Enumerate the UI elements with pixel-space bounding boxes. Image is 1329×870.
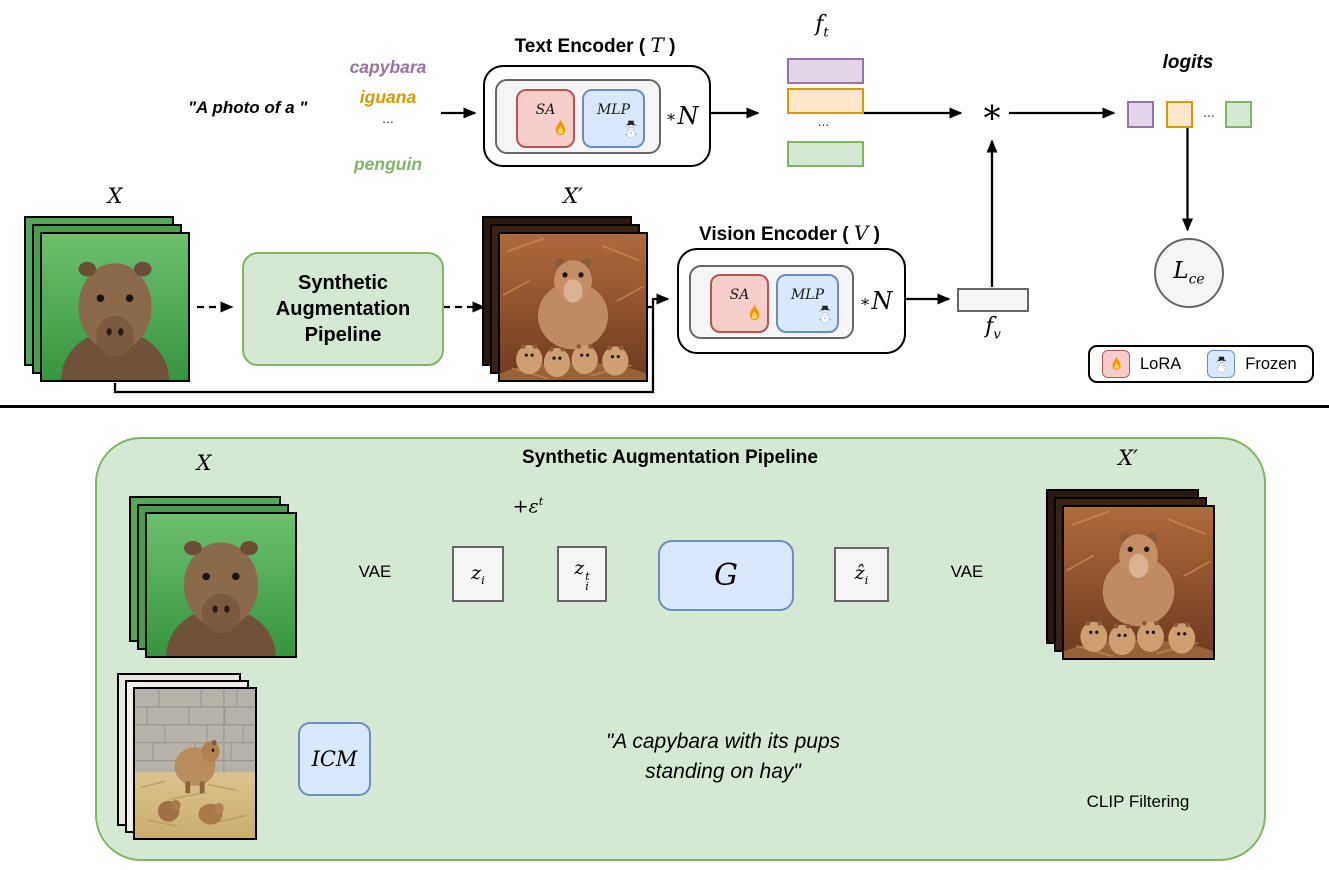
text-encoder-title-var: T (650, 33, 664, 57)
repeat-asterisk: ∗ (665, 106, 677, 126)
text-feature-bar-iguana (787, 88, 864, 114)
logits-label: logits (1162, 52, 1214, 73)
vision-encoder-mlp-block: MLP (776, 274, 839, 333)
frozen-snowman-icon (1207, 350, 1236, 378)
fv-sub: v (993, 327, 1001, 343)
vae-decoder-label: VAE (950, 562, 984, 581)
noise-label: +εt (498, 494, 558, 517)
similarity-asterisk: ∗ (980, 92, 1004, 132)
class-label-capybara: capybara (349, 57, 427, 77)
zhat-base: ẑ (854, 562, 865, 585)
text-feature-ellipsis: ... (817, 113, 830, 129)
text-encoder-repeat: ∗ N (655, 67, 709, 165)
vision-encoder-layer-block: SA MLP (689, 265, 854, 339)
clip-filtering-label: CLIP Filtering (1086, 792, 1190, 811)
fv-base: f (985, 314, 994, 339)
icm-label: ICM (311, 747, 358, 771)
fv-label: fv (971, 314, 1015, 342)
sap-line-3: Pipeline (304, 324, 382, 346)
zit-sub: i (585, 579, 589, 593)
pipeline-x-front-photo-capybara (145, 512, 297, 658)
prompt-text: "A photo of a " (188, 98, 308, 117)
class-label-iguana: iguana (359, 87, 417, 107)
flame-icon (747, 304, 762, 328)
lora-flame-icon (1102, 350, 1130, 378)
flame-icon (553, 119, 568, 143)
text-encoder-sa-block: SA (516, 89, 575, 148)
ft-sub: t (823, 25, 829, 41)
text-encoder-title-pre: Text Encoder ( (514, 36, 646, 57)
class-label-penguin: penguin (353, 154, 423, 174)
lce-base: L (1173, 258, 1189, 285)
zit-base: z (574, 556, 585, 579)
section-divider (0, 405, 1329, 408)
repeat-count: N (871, 287, 893, 315)
reference-stack-front-photo-capybara-pen (133, 687, 257, 840)
ft-base: f (815, 12, 824, 37)
xprime-label-pipeline: X′ (1118, 446, 1138, 470)
vision-encoder-box: SA MLP ∗ N (677, 248, 906, 354)
vision-encoder-title-var: V (853, 221, 869, 245)
vision-encoder-sa-block: SA (710, 274, 769, 333)
legend-frozen-label: Frozen (1245, 354, 1297, 373)
zhat-sub: i (864, 572, 869, 587)
vision-encoder-title: Vision Encoder ( V ) (667, 221, 912, 246)
text-encoder-mlp-block: MLP (582, 89, 645, 148)
text-feature-bar-penguin (787, 141, 864, 167)
sa-label: SA (535, 102, 556, 118)
sap-line-2: Augmentation (275, 298, 411, 320)
xprime-label-top: X′ (563, 184, 583, 208)
caption-line-1: "A capybara with its pups (605, 730, 841, 753)
cross-entropy-loss-node: Lce (1154, 238, 1224, 308)
ft-label: ft (800, 12, 844, 40)
legend-lora-label: LoRA (1140, 354, 1182, 373)
x-stack-front-photo-capybara (40, 232, 190, 382)
lce-sub: ce (1188, 271, 1205, 288)
logit-square-capybara (1127, 101, 1154, 128)
snowman-icon (818, 305, 832, 328)
repeat-asterisk: ∗ (859, 291, 871, 311)
logit-square-iguana (1166, 101, 1193, 128)
sap-line-1: Synthetic (297, 272, 389, 294)
legend: LoRA Frozen (1088, 345, 1314, 383)
zi-base: z (471, 561, 482, 584)
snowman-icon (624, 120, 638, 143)
vision-encoder-title-pre: Vision Encoder ( (699, 224, 849, 245)
sa-label: SA (729, 287, 750, 303)
xprime-stack-front-photo-capybara-family (498, 232, 648, 382)
pipeline-title: Synthetic Augmentation Pipeline (522, 447, 818, 468)
icm-box: ICM (298, 722, 371, 796)
zi-sub: i (481, 572, 485, 587)
x-label-pipeline: X (196, 451, 212, 475)
logits-ellipsis: ... (1203, 104, 1215, 120)
image-feature-bar (957, 288, 1029, 312)
vision-encoder-repeat: ∗ N (850, 250, 902, 352)
class-list-ellipsis: ... (382, 110, 394, 126)
vision-encoder-title-post: ) (873, 224, 880, 245)
x-label-top: X (107, 184, 123, 208)
generator-g-box: G (658, 540, 794, 611)
text-encoder-layer-block: SA MLP (495, 79, 661, 154)
latent-zi-box: zi (452, 546, 504, 602)
text-encoder-title: Text Encoder ( T ) (463, 33, 727, 58)
noise-base: +ε (512, 495, 539, 518)
mlp-label: MLP (790, 287, 825, 303)
sap-summary-box: Synthetic Augmentation Pipeline (242, 252, 444, 366)
noise-sup: t (538, 494, 544, 508)
zit-sup: t (585, 569, 590, 583)
caption-line-2: standing on hay" (645, 760, 801, 783)
pipeline-xprime-front-photo-capybara-family (1062, 505, 1215, 660)
denoised-latent-zhat-box: ẑi (834, 547, 889, 602)
g-label: G (714, 558, 738, 593)
repeat-count: N (677, 102, 699, 130)
vae-encoder-label: VAE (358, 562, 392, 581)
text-feature-bar-capybara (787, 58, 864, 84)
logit-square-penguin (1225, 101, 1252, 128)
text-encoder-box: SA MLP ∗ N (483, 65, 711, 167)
generated-caption: "A capybara with its pups standing on ha… (523, 727, 923, 787)
text-encoder-title-post: ) (669, 36, 676, 57)
mlp-label: MLP (596, 102, 631, 118)
